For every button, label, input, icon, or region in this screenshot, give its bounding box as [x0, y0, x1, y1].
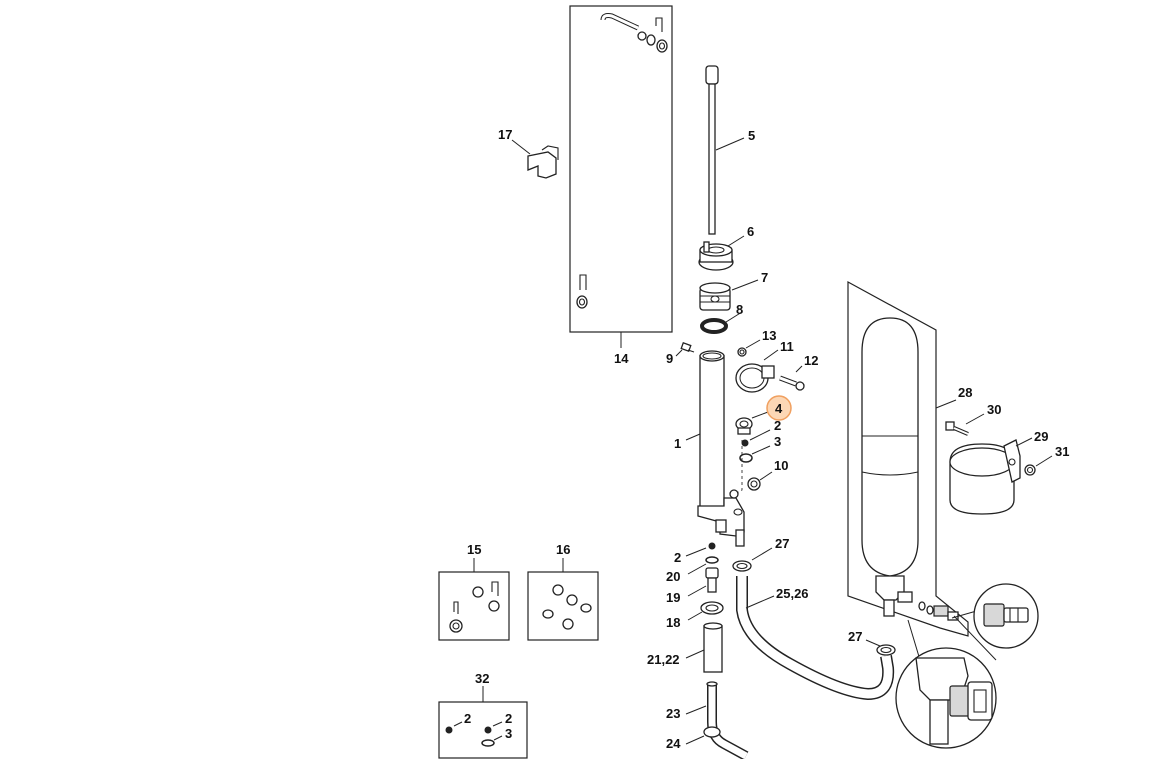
- part-2-ball[interactable]: [741, 429, 771, 447]
- part-25-26-hose[interactable]: [736, 576, 895, 701]
- part-20-o-ring[interactable]: [687, 556, 719, 575]
- part-23-hose[interactable]: [685, 681, 749, 759]
- part-10-nut[interactable]: [729, 471, 773, 499]
- callout-25-26: 25,26: [776, 586, 809, 601]
- part-16-kit[interactable]: [527, 558, 599, 641]
- detail-zoom-fitting: [895, 615, 997, 749]
- part-19-nipple[interactable]: [687, 567, 719, 597]
- part-24-hose-clamp[interactable]: [685, 726, 721, 745]
- callout-3-kit: 3: [505, 726, 512, 741]
- part-29-band-clamp[interactable]: [949, 437, 1033, 515]
- callout-21-22: 21,22: [647, 652, 680, 667]
- callout-29: 29: [1034, 429, 1048, 444]
- callout-6: 6: [747, 224, 754, 239]
- callout-31: 31: [1055, 444, 1069, 459]
- callout-11: 11: [780, 339, 794, 354]
- part-7-piston[interactable]: [699, 279, 759, 311]
- callout-1: 1: [674, 436, 681, 451]
- callout-19: 19: [666, 590, 680, 605]
- callout-2-upper: 2: [774, 418, 781, 433]
- callout-4: 4: [775, 401, 783, 416]
- callout-12: 12: [804, 353, 818, 368]
- part-6-valve-head[interactable]: [698, 235, 745, 271]
- part-1-cylinder[interactable]: [685, 350, 745, 547]
- callout-28: 28: [958, 385, 972, 400]
- part-11-clamp[interactable]: [735, 349, 779, 393]
- callout-10: 10: [774, 458, 788, 473]
- callout-16: 16: [556, 542, 570, 557]
- callout-3-upper: 3: [774, 434, 781, 449]
- highlight-marker[interactable]: [766, 395, 792, 421]
- callout-24: 24: [666, 736, 681, 751]
- callout-7: 7: [761, 270, 768, 285]
- part-18-hose-clamp[interactable]: [687, 601, 724, 621]
- callout-13: 13: [762, 328, 776, 343]
- callout-8: 8: [736, 302, 743, 317]
- callout-20: 20: [666, 569, 680, 584]
- part-9-screw[interactable]: [675, 341, 695, 357]
- callout-27-lower: 27: [848, 629, 862, 644]
- callout-2-kit-right: 2: [505, 711, 512, 726]
- part-5-rod[interactable]: [705, 65, 745, 235]
- part-8-o-ring[interactable]: [700, 311, 743, 334]
- callout-27-upper: 27: [775, 536, 789, 551]
- detail-zoom-coupling: [951, 583, 1039, 649]
- part-27-clamp-upper[interactable]: [732, 547, 773, 572]
- callout-5: 5: [748, 128, 755, 143]
- part-4-valve[interactable]: [735, 395, 792, 435]
- part-14-tube-kit[interactable]: [569, 5, 673, 348]
- part-32-kit[interactable]: [438, 686, 528, 759]
- part-30-screw[interactable]: [945, 413, 985, 436]
- callout-15: 15: [467, 542, 481, 557]
- part-2-ball-lower[interactable]: [685, 542, 716, 557]
- callout-23: 23: [666, 706, 680, 721]
- part-13-nut[interactable]: [737, 339, 761, 357]
- callout-2-kit-left: 2: [464, 711, 471, 726]
- callout-32: 32: [475, 671, 489, 686]
- part-3-o-ring[interactable]: [739, 445, 771, 463]
- part-21-22-sleeve[interactable]: [685, 622, 723, 673]
- callout-9: 9: [666, 351, 673, 366]
- callout-2-lower: 2: [674, 550, 681, 565]
- part-17-clip[interactable]: [511, 139, 559, 179]
- callout-14: 14: [614, 351, 629, 366]
- assembly-line: [729, 440, 743, 497]
- part-27-clamp-lower[interactable]: [865, 639, 896, 656]
- part-15-kit[interactable]: [438, 558, 510, 641]
- part-12-bolt[interactable]: [779, 365, 805, 391]
- part-31-nut[interactable]: [1024, 455, 1053, 476]
- part-28-tank-assembly[interactable]: [847, 280, 969, 637]
- callout-30: 30: [987, 402, 1001, 417]
- callout-18: 18: [666, 615, 680, 630]
- callout-17: 17: [498, 127, 512, 142]
